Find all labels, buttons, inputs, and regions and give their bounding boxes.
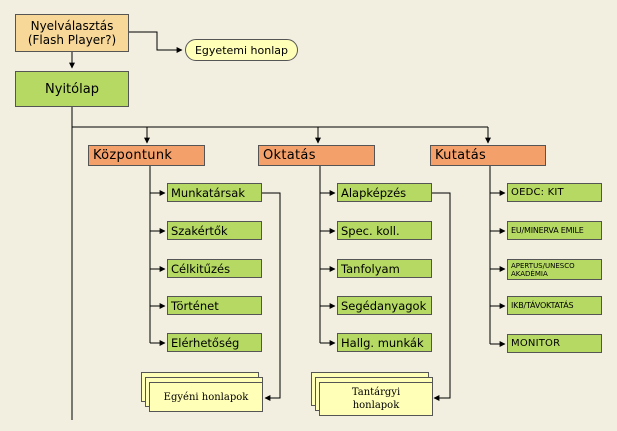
item-oedc-kit[interactable]: OEDC: KIT [507, 183, 602, 202]
item-materials-label: Segédanyagok [341, 298, 427, 313]
item-course-label: Tanfolyam [341, 261, 400, 276]
item-special-course[interactable]: Spec. koll. [337, 221, 432, 240]
item-experts-label: Szakértők [171, 223, 228, 238]
home-page-label: Nyitólap [45, 81, 99, 97]
item-monitor-label: MONITOR [511, 338, 561, 349]
item-ikb-distance-label: IKB/TÁVOKTATÁS [511, 301, 574, 310]
language-select-label: Nyelválasztás (Flash Player?) [27, 19, 117, 47]
university-homepage-label: Egyetemi honlap [194, 43, 288, 57]
item-basic-training[interactable]: Alapképzés [337, 183, 432, 202]
item-apertus-unesco-label: APERTUS/UNESCO AKADÉMIA [511, 262, 575, 278]
item-student-works[interactable]: Hallg. munkák [337, 333, 432, 352]
item-history[interactable]: Történet [167, 296, 262, 315]
item-staff-label: Munkatársak [171, 185, 245, 200]
item-ikb-distance[interactable]: IKB/TÁVOKTATÁS [507, 296, 602, 315]
item-goals[interactable]: Célkitűzés [167, 259, 262, 278]
item-student-works-label: Hallg. munkák [341, 335, 424, 350]
section-research-label: Kutatás [435, 148, 487, 163]
item-course[interactable]: Tanfolyam [337, 259, 432, 278]
item-eu-minerva-label: EU/MINERVA EMILE [511, 226, 584, 235]
section-education-label: Oktatás [263, 148, 316, 163]
item-basic-training-label: Alapképzés [341, 185, 407, 200]
item-special-course-label: Spec. koll. [341, 223, 400, 238]
personal-pages-node[interactable]: Egyéni honlapok [149, 382, 263, 412]
course-pages-label: Tantárgyi honlapok [351, 387, 401, 411]
section-center-node[interactable]: Központunk [88, 145, 205, 166]
item-goals-label: Célkitűzés [171, 261, 231, 276]
item-eu-minerva[interactable]: EU/MINERVA EMILE [507, 221, 602, 240]
item-apertus-unesco[interactable]: APERTUS/UNESCO AKADÉMIA [507, 259, 602, 280]
university-homepage-node[interactable]: Egyetemi honlap [185, 39, 298, 61]
section-education-node[interactable]: Oktatás [258, 145, 375, 166]
item-materials[interactable]: Segédanyagok [337, 296, 432, 315]
language-select-node[interactable]: Nyelválasztás (Flash Player?) [15, 14, 129, 52]
personal-pages-label: Egyéni honlapok [163, 391, 249, 403]
item-oedc-kit-label: OEDC: KIT [511, 187, 564, 198]
section-center-label: Központunk [93, 148, 173, 163]
item-history-label: Történet [171, 298, 219, 313]
item-staff[interactable]: Munkatársak [167, 183, 262, 202]
item-experts[interactable]: Szakértők [167, 221, 262, 240]
item-monitor[interactable]: MONITOR [507, 334, 602, 353]
home-page-node[interactable]: Nyitólap [15, 71, 129, 107]
item-contact-label: Elérhetőség [171, 335, 240, 350]
course-pages-node[interactable]: Tantárgyi honlapok [319, 382, 433, 416]
item-contact[interactable]: Elérhetőség [167, 333, 262, 352]
section-research-node[interactable]: Kutatás [430, 145, 546, 166]
